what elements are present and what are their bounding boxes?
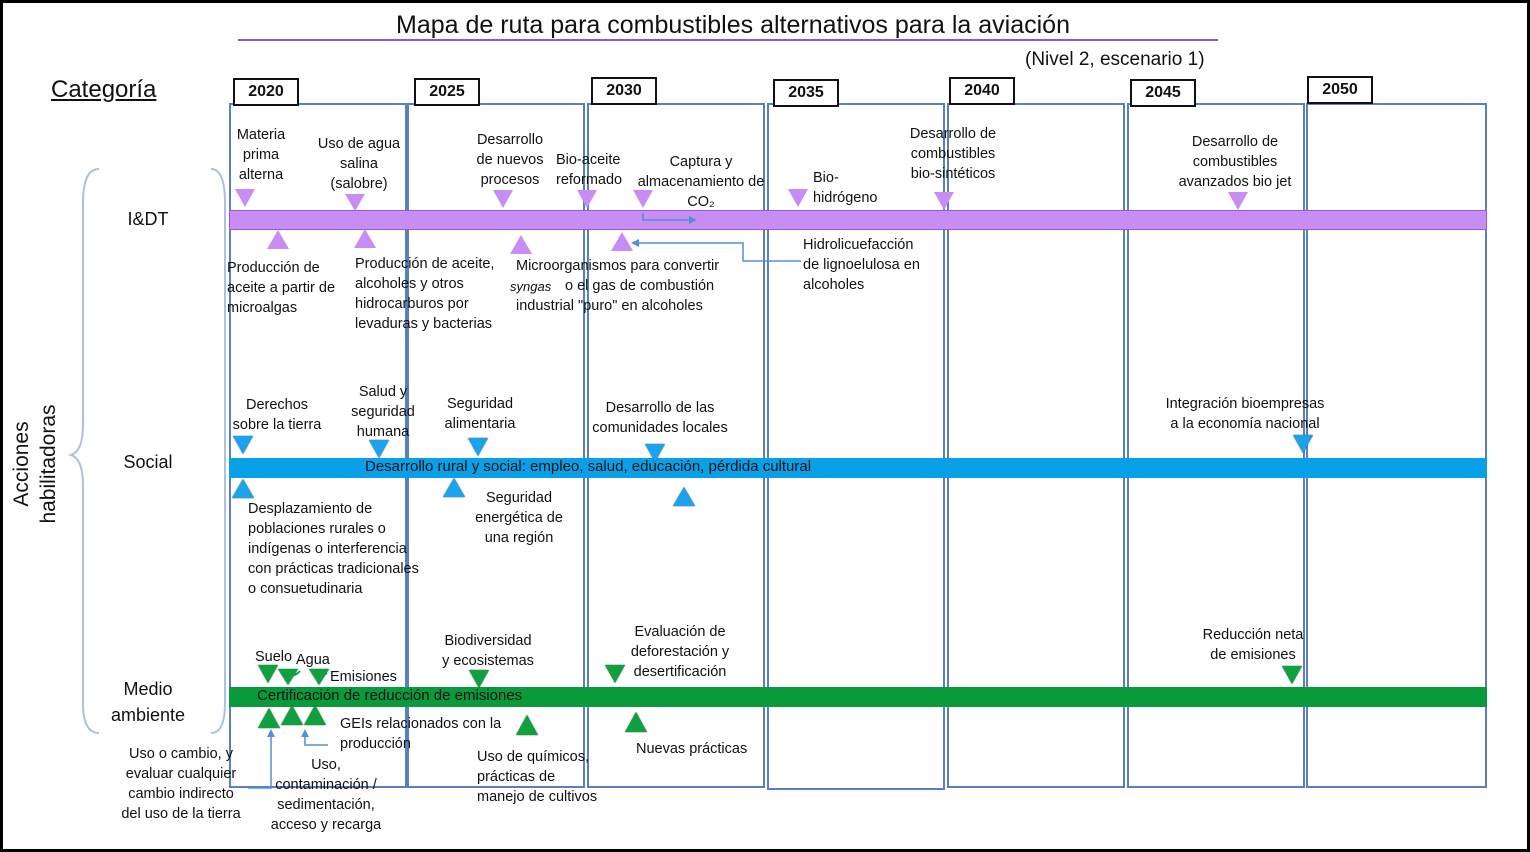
- year-2040: 2040: [949, 77, 1015, 105]
- label-nuevas-practicas: Nuevas prácticas: [636, 741, 748, 757]
- triangle-up-icon: [232, 479, 254, 498]
- triangle-down-icon: [468, 438, 488, 456]
- column-2035: [767, 103, 945, 790]
- triangle-up-icon: [267, 230, 289, 249]
- triangle-down-icon: [258, 665, 278, 683]
- triangle-down-icon: [645, 444, 665, 462]
- roadmap-slide: { "title": "Mapa de ruta para combustibl…: [3, 3, 1527, 849]
- triangle-up-icon: [510, 235, 532, 254]
- label-alcoholes: industrial "puro" en alcoholes: [516, 298, 703, 314]
- arrow-uso-cambio: [248, 731, 272, 789]
- year-2045: 2045: [1130, 79, 1196, 107]
- triangle-down-icon: [1282, 666, 1302, 684]
- label-emisiones: Emisiones: [330, 669, 397, 685]
- column-2040: [947, 103, 1125, 788]
- connectors: [67, 168, 801, 789]
- triangle-down-icon: [493, 190, 513, 208]
- triangle-down-icon: [309, 669, 329, 685]
- triangle-down-icon: [369, 440, 389, 458]
- social-bar: Desarrollo rural y social: empleo, salud…: [229, 458, 1487, 478]
- social-bar-label: Desarrollo rural y social: empleo, salud…: [365, 458, 812, 475]
- column-2030: [587, 103, 765, 788]
- arrow-captura: [642, 213, 693, 221]
- env-bar: Certificación de reducción de emisiones: [229, 687, 1487, 707]
- left-brace: [67, 168, 100, 734]
- row-label-env-1: Medio: [123, 679, 173, 699]
- subtitle: (Nivel 2, escenario 1): [1025, 49, 1205, 70]
- year-2025: 2025: [414, 78, 480, 106]
- triangle-up-icon: [281, 705, 303, 725]
- triangle-up-icon: [673, 487, 695, 506]
- arrow-uso-agua: [304, 731, 328, 746]
- triangle-down-icon: [345, 194, 365, 211]
- year-2050: 2050: [1307, 76, 1373, 104]
- column-2020: [229, 103, 407, 788]
- triangle-up-icon: [625, 712, 647, 732]
- triangle-up-icon: [258, 708, 280, 728]
- year-2035: 2035: [773, 79, 839, 107]
- triangle-up-icon: [611, 232, 633, 251]
- category-heading: Categoría: [51, 76, 157, 103]
- label-agua: Agua: [296, 652, 330, 668]
- label-biohidrogeno: Bio-hidrógeno: [813, 170, 878, 206]
- triangle-down-icon: [233, 436, 253, 454]
- title-underline: [238, 39, 1218, 41]
- column-2025: [407, 103, 585, 788]
- id-bar: [229, 210, 1487, 230]
- year-2020: 2020: [233, 78, 299, 106]
- triangle-down-icon: [1293, 435, 1313, 453]
- triangle-up-icon: [516, 715, 538, 735]
- right-brace: [210, 168, 226, 734]
- triangle-up-icon: [304, 705, 326, 725]
- triangle-down-icon: [469, 670, 489, 688]
- page-title: Mapa de ruta para combustibles alternati…: [396, 11, 1070, 39]
- row-label-env: Medio ambiente: [93, 676, 203, 728]
- label-uso-agua: Uso,contaminación /sedimentación,acceso …: [270, 757, 382, 833]
- label-microorganismos: Microorganismos para convertir: [516, 258, 720, 274]
- triangle-up-icon: [354, 229, 376, 248]
- triangle-down-icon: [235, 189, 255, 207]
- triangle-down-icon: [633, 190, 653, 208]
- row-label-social: Social: [123, 452, 173, 472]
- triangle-down-icon: [605, 665, 625, 683]
- triangle-down-icon: [577, 190, 597, 208]
- row-label-id: I&DT: [127, 209, 169, 229]
- triangle-down-icon: [1228, 192, 1248, 210]
- triangle-down-icon: [278, 669, 298, 685]
- triangle-down-icon: [788, 189, 808, 207]
- triangle-up-icon: [443, 478, 465, 497]
- year-2030: 2030: [591, 77, 657, 105]
- arrow-hidrolicue: [633, 242, 801, 262]
- label-syngas: syngas: [510, 279, 552, 294]
- label-suelo: Suelo: [255, 649, 293, 665]
- row-label-env-2: ambiente: [110, 705, 186, 725]
- triangle-down-icon: [934, 192, 954, 210]
- label-gas-combustion: o el gas de combustión: [565, 278, 715, 294]
- env-bar-label: Certificación de reducción de emisiones: [257, 687, 523, 704]
